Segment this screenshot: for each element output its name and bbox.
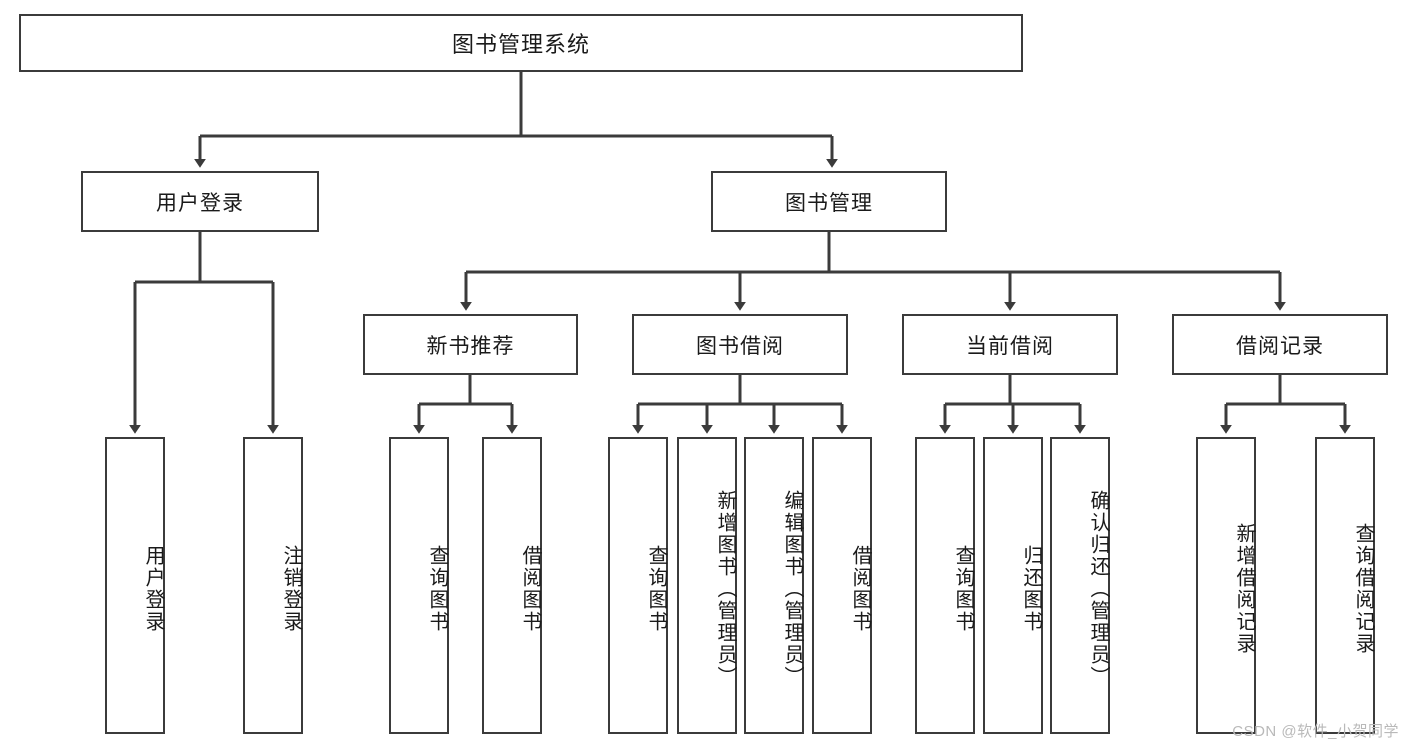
node-new-book-recommend-label: 新书推荐 xyxy=(426,334,515,358)
leaf-node-label: 借阅图书 xyxy=(519,544,541,633)
node-new-book-recommend[interactable]: 新书推荐 xyxy=(363,314,578,375)
watermark: CSDN @软件_小贺同学 xyxy=(1232,723,1399,740)
leaf-node[interactable]: 查询图书 xyxy=(915,437,975,734)
leaf-node-label: 借阅图书 xyxy=(849,544,871,633)
node-book-management[interactable]: 图书管理 xyxy=(711,171,947,232)
leaf-node[interactable]: 归还图书 xyxy=(983,437,1043,734)
node-user-login-label: 用户登录 xyxy=(156,191,244,215)
leaf-node[interactable]: 编辑图书（管理员） xyxy=(744,437,804,734)
leaf-node-label: 新增借阅记录 xyxy=(1233,522,1255,655)
leaf-node-label: 查询借阅记录 xyxy=(1352,522,1374,655)
node-book-borrow[interactable]: 图书借阅 xyxy=(632,314,848,375)
leaf-node[interactable]: 查询图书 xyxy=(389,437,449,734)
leaf-node[interactable]: 注销登录 xyxy=(243,437,303,734)
leaf-node[interactable]: 新增图书（管理员） xyxy=(677,437,737,734)
leaf-node[interactable]: 新增借阅记录 xyxy=(1196,437,1256,734)
node-borrow-record-label: 借阅记录 xyxy=(1236,334,1324,358)
leaf-node-label: 归还图书 xyxy=(1020,544,1042,633)
node-root-label: 图书管理系统 xyxy=(451,32,590,57)
leaf-node-label: 用户登录 xyxy=(142,544,164,633)
node-user-login[interactable]: 用户登录 xyxy=(81,171,319,232)
leaf-node[interactable]: 借阅图书 xyxy=(812,437,872,734)
node-borrow-record[interactable]: 借阅记录 xyxy=(1172,314,1388,375)
leaf-node[interactable]: 查询借阅记录 xyxy=(1315,437,1375,734)
node-current-borrow[interactable]: 当前借阅 xyxy=(902,314,1118,375)
node-book-management-label: 图书管理 xyxy=(785,191,873,215)
leaf-node[interactable]: 查询图书 xyxy=(608,437,668,734)
leaf-node[interactable]: 借阅图书 xyxy=(482,437,542,734)
leaf-node-label: 新增图书（管理员） xyxy=(714,489,736,688)
leaf-node-label: 查询图书 xyxy=(952,544,974,633)
leaf-node[interactable]: 用户登录 xyxy=(105,437,165,734)
leaf-node-label: 编辑图书（管理员） xyxy=(781,489,803,688)
node-book-borrow-label: 图书借阅 xyxy=(696,334,784,358)
leaf-node-label: 注销登录 xyxy=(280,544,302,633)
leaf-node-label: 查询图书 xyxy=(645,544,667,633)
node-current-borrow-label: 当前借阅 xyxy=(966,334,1054,358)
node-root[interactable]: 图书管理系统 xyxy=(19,14,1023,72)
leaf-node-label: 查询图书 xyxy=(426,544,448,633)
leaf-node-label: 确认归还（管理员） xyxy=(1087,489,1109,688)
leaf-node[interactable]: 确认归还（管理员） xyxy=(1050,437,1110,734)
